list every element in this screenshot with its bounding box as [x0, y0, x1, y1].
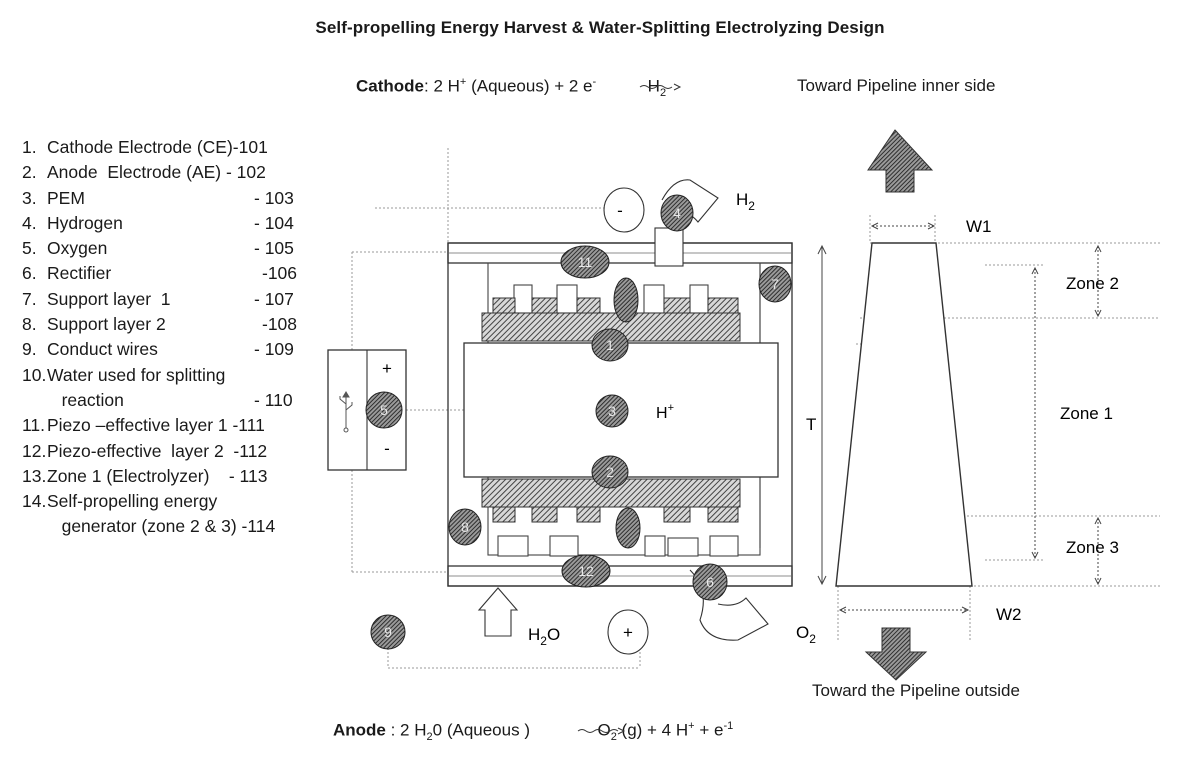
callout-number: 6 [706, 574, 714, 590]
callout-5: 5 [366, 392, 402, 428]
callout-number: 1 [606, 337, 614, 353]
zone-trapezoid [836, 243, 972, 586]
negative-terminal [604, 188, 644, 232]
callout-8: 8 [449, 509, 481, 545]
callout-number: 11 [578, 254, 593, 270]
callout-number: 7 [771, 276, 779, 292]
zone1-label: Zone 1 [1060, 404, 1113, 423]
inner-direction-arrow-icon [868, 130, 932, 192]
callout-number: 12 [578, 563, 594, 579]
electrode-contact [616, 508, 640, 548]
hydrogen-outlet [655, 228, 683, 266]
t-label: T [806, 415, 816, 434]
outer-direction-arrow-icon [866, 628, 926, 680]
minus-sign: - [617, 201, 623, 220]
callout-number: 4 [673, 205, 681, 221]
w1-dimension [872, 223, 934, 229]
callout-number: 2 [606, 464, 614, 480]
o2-label: O2 [796, 623, 816, 646]
callout-2: 2 [592, 456, 628, 488]
callout-6: 6 [693, 564, 727, 600]
callout-11: 11 [561, 246, 609, 278]
w1-label: W1 [966, 217, 992, 236]
callout-1: 1 [592, 329, 628, 361]
w2-dimension [840, 607, 968, 613]
anode-reaction-arrow-icon [578, 728, 624, 734]
zone3-label: Zone 3 [1066, 538, 1119, 557]
callout-9: 9 [371, 615, 405, 649]
zone2-label: Zone 2 [1066, 274, 1119, 293]
h2o-label: H2O [528, 625, 560, 648]
callout-3: 3 [596, 395, 628, 427]
callout-number: 9 [384, 624, 392, 640]
battery-minus-sign: - [384, 439, 390, 458]
callout-4: 4 [661, 195, 693, 231]
cathode-reaction-arrow-icon [640, 84, 680, 90]
plus-sign: + [623, 623, 633, 642]
water-inlet-arrow-icon [479, 588, 517, 636]
callout-number: 8 [461, 519, 469, 535]
callout-12: 12 [562, 555, 610, 587]
h2-label: H2 [736, 190, 755, 213]
t-dimension [818, 246, 826, 584]
callout-7: 7 [759, 266, 791, 302]
callout-number: 3 [608, 403, 616, 419]
w2-label: W2 [996, 605, 1022, 624]
callout-number: 5 [380, 402, 388, 418]
electrode-contact [614, 278, 638, 322]
battery-plus-sign: + [382, 359, 392, 378]
